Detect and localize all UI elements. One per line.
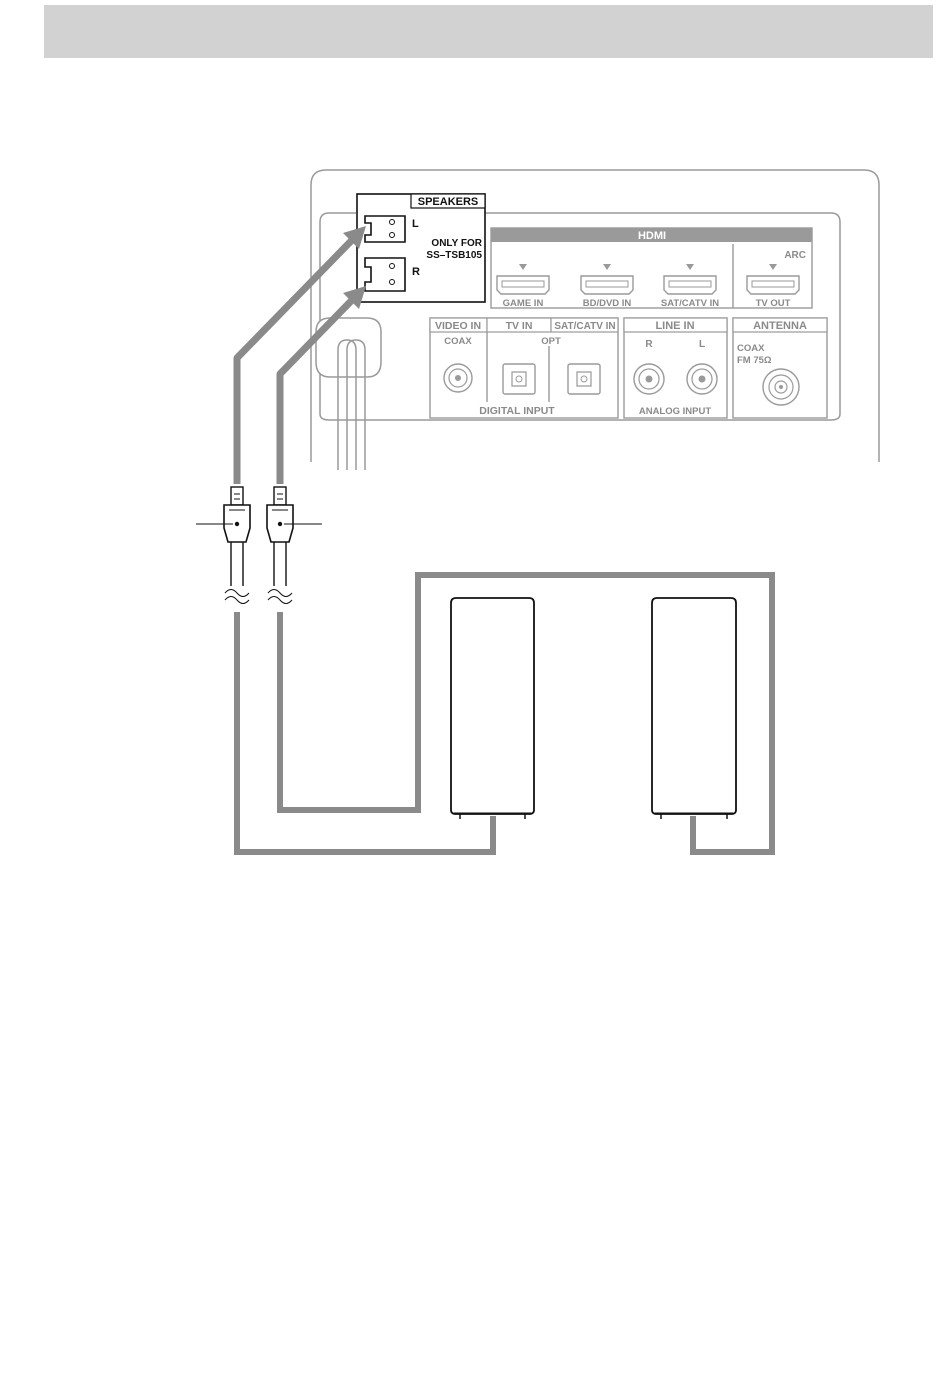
hdmi-port-game-in[interactable] (497, 262, 549, 294)
hdmi-title: HDMI (638, 230, 666, 242)
speaker-left-label: L (412, 218, 419, 230)
hdmi-tv-out-label: TV OUT (756, 298, 791, 309)
line-in-l-jack[interactable] (687, 364, 717, 394)
hdmi-game-in-label: GAME IN (503, 298, 544, 309)
hdmi-arc-label: ARC (784, 250, 806, 261)
antenna-fm-label: FM 75Ω (737, 355, 772, 366)
line-in-l-label: L (699, 339, 705, 350)
speaker-note-line1: ONLY FOR (431, 238, 482, 249)
video-coax-label: COAX (444, 336, 472, 347)
speaker-plug-left (196, 487, 250, 604)
hdmi-section: HDMI ARC GAME IN BD/DVD IN SAT/CATV IN T (491, 228, 812, 309)
speaker-left (451, 598, 534, 819)
antenna-coax-label: COAX (737, 343, 765, 354)
digital-input-label: DIGITAL INPUT (479, 405, 555, 417)
antenna-title: ANTENNA (753, 320, 807, 332)
line-in-r-label: R (645, 339, 653, 350)
hdmi-port-bd-dvd-in[interactable] (581, 264, 633, 294)
connection-arrow-right (280, 286, 366, 484)
sat-catv-in-title: SAT/CATV IN (554, 321, 615, 332)
hdmi-port-sat-catv-in[interactable] (664, 264, 716, 294)
line-in-r-jack[interactable] (634, 364, 664, 394)
sat-catv-optical-jack[interactable] (568, 364, 600, 394)
speakers-title: SPEAKERS (418, 196, 479, 208)
speaker-right (652, 598, 736, 819)
line-in-section: LINE IN R L ANALOG INPUT (624, 318, 727, 418)
analog-input-label: ANALOG INPUT (639, 406, 712, 417)
hdmi-port-tv-out[interactable] (747, 264, 799, 294)
speaker-note-line2: SS–TSB105 (426, 250, 482, 261)
speakers-terminal-block: SPEAKERS L R ONLY FOR SS–TSB105 (357, 194, 485, 302)
speaker-jack-left[interactable] (365, 216, 405, 242)
video-in-title: VIDEO IN (435, 320, 481, 332)
digital-input-section: VIDEO IN TV IN SAT/CATV IN COAX OPT DIGI… (430, 318, 618, 418)
line-in-title: LINE IN (655, 320, 694, 332)
speaker-right-label: R (412, 266, 420, 278)
hdmi-sat-catv-in-label: SAT/CATV IN (661, 298, 719, 309)
antenna-fm-jack[interactable] (763, 369, 799, 405)
antenna-section: ANTENNA COAX FM 75Ω (733, 318, 827, 418)
speaker-jack-right[interactable] (365, 258, 405, 291)
speaker-plug-right (267, 487, 322, 604)
tv-in-title: TV IN (506, 320, 533, 332)
tv-in-optical-jack[interactable] (503, 364, 535, 394)
video-coax-jack[interactable] (444, 364, 472, 392)
power-cord (316, 318, 381, 470)
opt-label: OPT (541, 336, 561, 347)
hdmi-bd-dvd-in-label: BD/DVD IN (583, 298, 632, 309)
